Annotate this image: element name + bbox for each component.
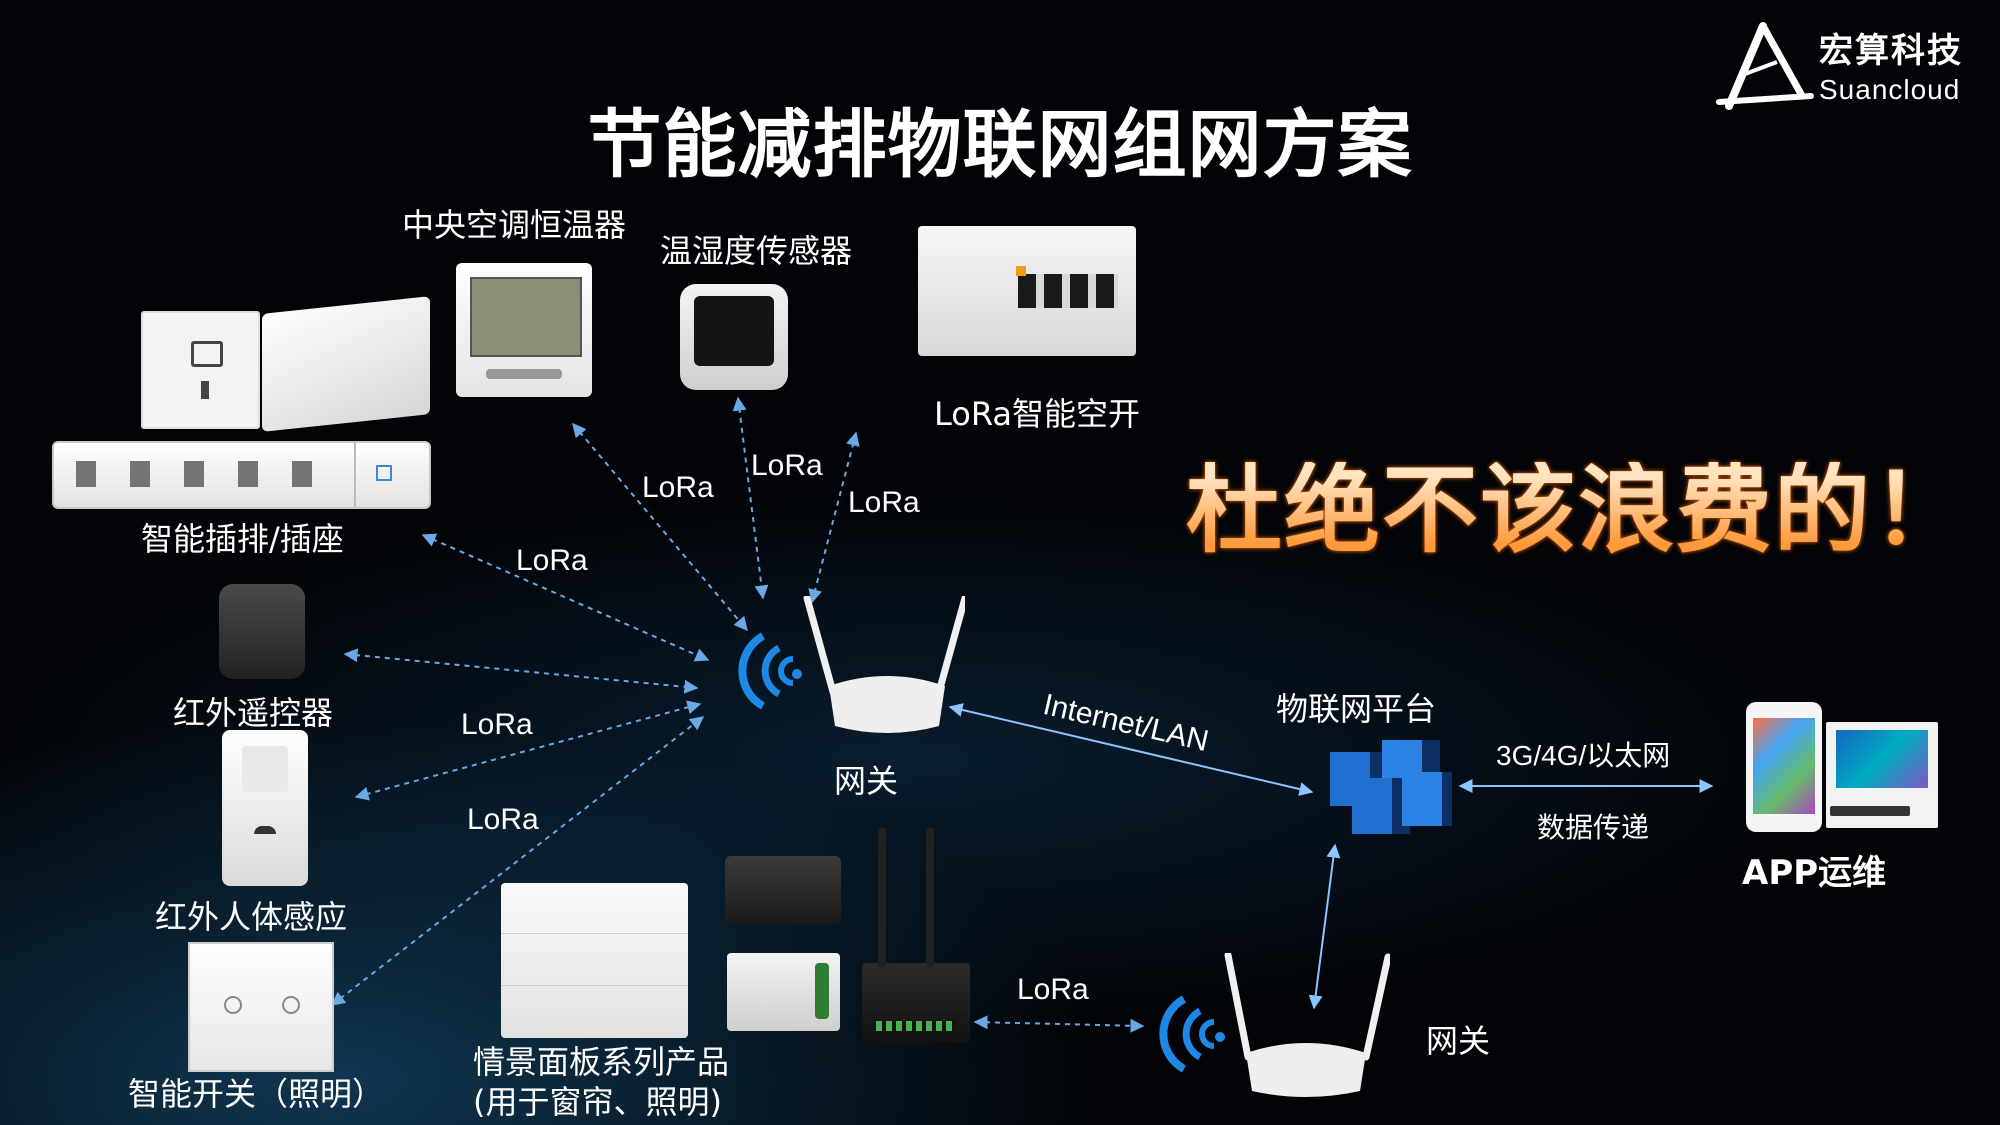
label-smart-switch: 智能开关（照明） — [128, 1075, 385, 1113]
label-air-switch: LoRa智能空开 — [934, 395, 1140, 433]
label-lora-3: LoRa — [848, 486, 920, 519]
label-lora-2: LoRa — [751, 449, 823, 482]
logo-name-en: Suancloud — [1819, 74, 1961, 105]
socket-module-image — [262, 296, 430, 432]
label-scene-panel-1: 情景面板系列产品 — [473, 1043, 730, 1081]
logo-name-cn: 宏算科技 — [1819, 31, 1963, 71]
power-strip-image — [52, 441, 431, 509]
scene-panel-image — [501, 883, 688, 1038]
logo: 宏算科技 Suancloud — [1715, 22, 1975, 114]
link-lora-humidity — [732, 396, 769, 600]
label-lora-4: LoRa — [516, 544, 588, 577]
link-lora-scene — [973, 1015, 1145, 1033]
gateway-secondary-icon — [1159, 953, 1390, 1097]
air-switch-image — [918, 226, 1136, 356]
wall-socket-image — [141, 311, 260, 429]
phone-image — [1746, 702, 1822, 832]
gateway-main-icon — [738, 596, 965, 733]
label-thermostat: 中央空调恒温器 — [402, 206, 627, 244]
link-lora-thermostat — [572, 422, 748, 632]
label-power-strip: 智能插排/插座 — [141, 520, 344, 558]
label-gateway-main: 网关 — [834, 762, 899, 800]
label-gateway-secondary: 网关 — [1426, 1022, 1491, 1060]
link-platform-gateway2 — [1308, 843, 1341, 1010]
label-ir-remote: 红外遥控器 — [173, 694, 334, 732]
label-data-transfer: 数据传递 — [1537, 812, 1650, 843]
link-lora-irremote — [343, 648, 699, 694]
link-lora-powerstrip — [421, 533, 710, 662]
label-iot-platform: 物联网平台 — [1276, 690, 1437, 728]
label-app: APP运维 — [1742, 853, 1887, 893]
slogan: 杜绝不该浪费的！ — [1186, 454, 1970, 566]
controller-antenna-right — [926, 828, 934, 968]
controller-antenna-left — [878, 828, 886, 968]
label-lora-6: LoRa — [467, 803, 539, 836]
label-lora-5: LoRa — [461, 708, 533, 741]
logo-mark-icon — [1716, 22, 1814, 110]
curtain-motor-image — [725, 856, 841, 924]
label-scene-panel-2: (用于窗帘、照明) — [473, 1083, 722, 1121]
thermostat-image — [456, 263, 592, 397]
link-internet — [948, 703, 1314, 796]
controller-box-image — [862, 963, 970, 1043]
humidity-sensor-image — [680, 284, 788, 390]
label-lora-7: LoRa — [1017, 973, 1089, 1006]
pir-sensor-image — [222, 730, 308, 886]
relay-module-image — [727, 953, 840, 1031]
link-lora-switch — [330, 716, 705, 1006]
computer-image — [1826, 722, 1938, 828]
smart-switch-image — [188, 942, 334, 1072]
page-title: 节能减排物联网组网方案 — [587, 102, 1413, 188]
label-pir-sensor: 红外人体感应 — [155, 898, 348, 936]
ir-remote-image — [219, 584, 305, 679]
label-cellular: 3G/4G/以太网 — [1496, 740, 1671, 771]
iot-platform-icon — [1330, 740, 1452, 834]
label-humidity-sensor: 温湿度传感器 — [660, 232, 853, 270]
label-lora-1: LoRa — [642, 471, 714, 504]
